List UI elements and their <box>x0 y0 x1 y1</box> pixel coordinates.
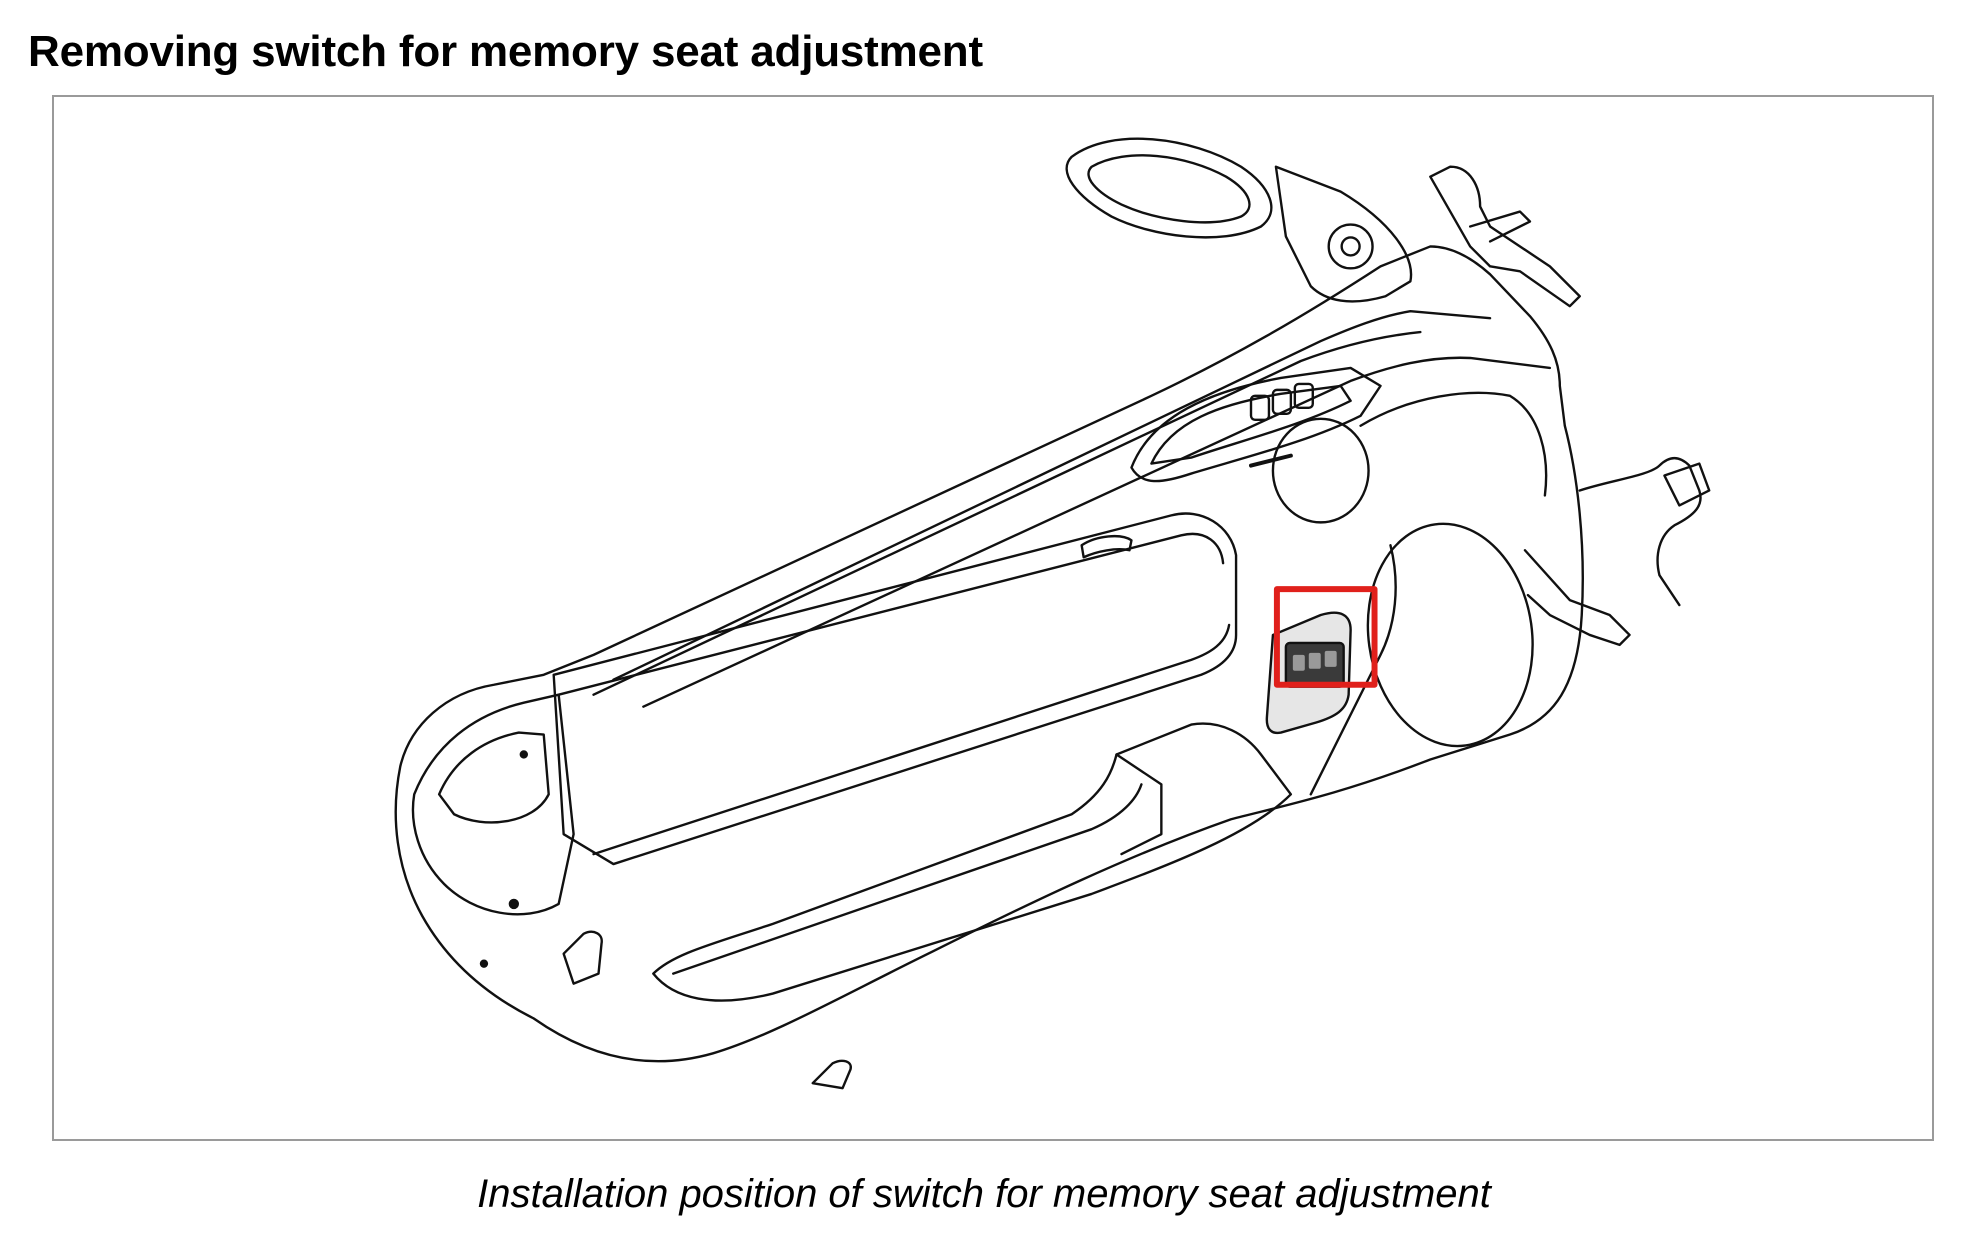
bottom-clip <box>811 1059 852 1090</box>
brand-badge <box>1249 453 1293 468</box>
armrest-top <box>557 532 1225 696</box>
wiring-connector <box>1663 462 1711 507</box>
upper-bracket-arm <box>1468 210 1532 243</box>
left-edge-inner <box>437 731 550 824</box>
window-switch-a <box>1249 394 1271 421</box>
window-rail-lower <box>642 356 1552 708</box>
mirror-housing-inner <box>1087 154 1251 224</box>
mounting-hole-2 <box>479 959 489 968</box>
mirror-adjust-knob <box>1327 223 1374 270</box>
pocket-tab <box>1115 753 1163 856</box>
memory-button-2 <box>1308 652 1321 669</box>
mirror-adjust-knob-center <box>1340 236 1361 257</box>
door-pocket <box>652 722 1293 1002</box>
window-switch-console-inner <box>1150 384 1352 465</box>
memory-button-1 <box>1292 654 1305 671</box>
figure-caption: Installation position of switch for memo… <box>477 1172 1491 1216</box>
memory-button-3 <box>1324 650 1337 667</box>
speaker-lower <box>1366 522 1534 748</box>
figure-frame <box>52 95 1934 1141</box>
lower-bracket <box>1523 549 1631 647</box>
lower-trim-line <box>1309 544 1397 796</box>
mirror-triangle <box>1274 165 1413 303</box>
speaker-trim <box>1359 391 1548 497</box>
window-switch-b <box>1271 388 1293 415</box>
left-edge-trim <box>411 693 575 916</box>
window-rail <box>612 309 1492 681</box>
upper-bracket <box>1429 165 1581 308</box>
door-pocket-lip <box>672 783 1143 975</box>
door-panel-outline <box>394 245 1584 1063</box>
window-switch-console <box>1130 366 1382 483</box>
mounting-hole-3 <box>519 750 528 759</box>
door-panel-illustration <box>394 137 1711 1090</box>
speaker-upper <box>1271 417 1370 524</box>
door-handle-slot <box>1080 534 1133 559</box>
armrest-lower-edge <box>592 623 1231 856</box>
highlight-box <box>1273 586 1378 688</box>
mounting-hole <box>508 898 520 910</box>
wiring-harness <box>1578 456 1702 607</box>
window-rail-inner <box>592 330 1422 696</box>
armrest <box>552 512 1238 866</box>
window-switch-c <box>1293 382 1314 410</box>
mirror-housing <box>1065 137 1273 239</box>
page-title: Removing switch for memory seat adjustme… <box>28 27 983 76</box>
lock-knob <box>562 930 603 985</box>
